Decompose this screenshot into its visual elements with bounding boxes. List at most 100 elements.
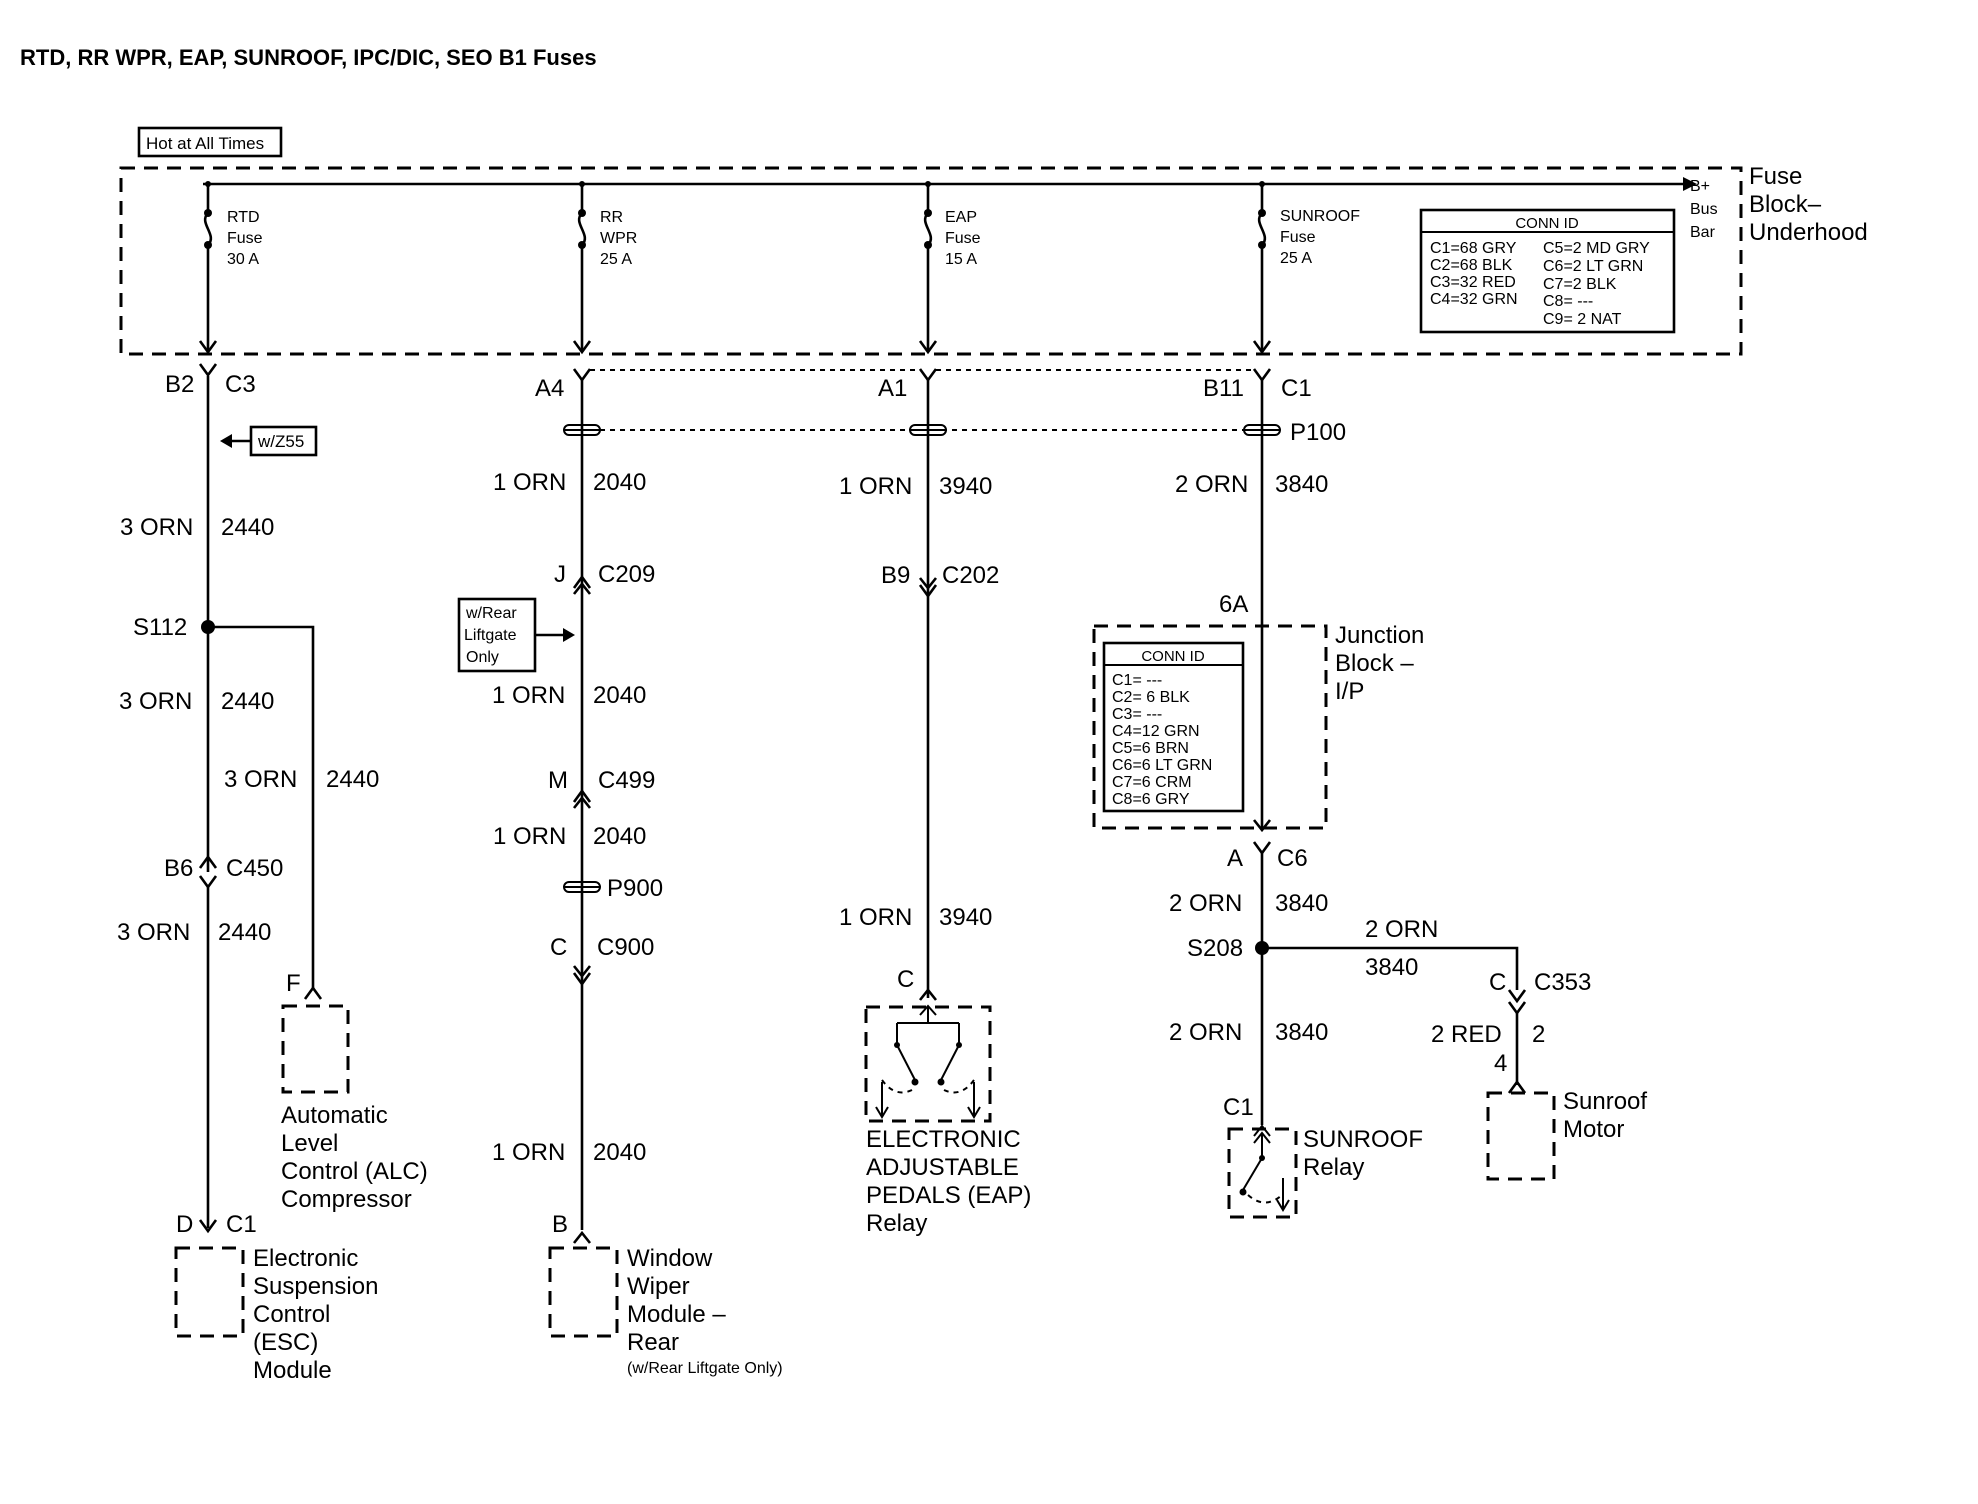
conn-b6-c450-female — [198, 854, 218, 869]
junction-block-label-3: I/P — [1335, 678, 1364, 705]
sunroof-motor-box — [1486, 1091, 1556, 1181]
conn-id-c1: C1=68 GRY — [1430, 240, 1517, 257]
fuse-rtd — [198, 181, 218, 355]
conn-b-wiper — [572, 1230, 592, 1244]
label-f-alc: F — [286, 970, 301, 997]
label-p100: P100 — [1290, 419, 1346, 446]
sunroof-motor-label-1: Sunroof — [1563, 1088, 1647, 1115]
conn-b9-c202-female — [918, 584, 938, 599]
conn-b6-c450-male — [198, 875, 218, 890]
w1-wire-color: 3 ORN — [120, 514, 193, 541]
bus-bar-arrow — [1683, 177, 1697, 191]
diagram-title: RTD, RR WPR, EAP, SUNROOF, IPC/DIC, SEO … — [20, 45, 597, 70]
conn-id-c5: C5=2 MD GRY — [1543, 240, 1650, 257]
conn-c-c353-male — [1507, 989, 1527, 1004]
w2c-wire-color: 1 ORN — [493, 823, 566, 850]
w1-circuit: 2440 — [221, 514, 274, 541]
w4c-circuit: 3840 — [1275, 1019, 1328, 1046]
label-c6: C6 — [1277, 845, 1308, 872]
conn-j-c209-male — [572, 581, 592, 595]
conn-a1 — [918, 368, 938, 383]
label-b2: B2 — [165, 371, 194, 398]
esc-label-2: Suspension — [253, 1273, 378, 1300]
label-d-esc: D — [176, 1211, 193, 1238]
label-c209: C209 — [598, 561, 655, 588]
conn-m-c499-male — [572, 795, 592, 809]
label-b6: B6 — [164, 855, 193, 882]
jb-conn-c7: C7=6 CRM — [1112, 774, 1192, 791]
fuse-eap — [918, 181, 938, 355]
label-c-c900: C — [550, 934, 567, 961]
fuse-rtd-label-1: RTD — [227, 209, 260, 226]
w2b-circuit: 2040 — [593, 682, 646, 709]
sunroof-relay-switch — [1239, 1124, 1290, 1212]
w3b-circuit: 3940 — [939, 904, 992, 931]
fuse-block-label-3: Underhood — [1749, 219, 1868, 246]
wiper-label-3: Module – — [627, 1301, 726, 1328]
conn-id-c3: C3=32 RED — [1430, 274, 1516, 291]
w1d-circuit: 2440 — [218, 919, 271, 946]
conn-id-c7: C7=2 BLK — [1543, 276, 1617, 293]
wire-2440-branch — [208, 625, 315, 990]
hot-label-box — [137, 126, 283, 158]
fuse-sunroof-label-2: Fuse — [1280, 229, 1316, 246]
conn-a-c6 — [1252, 841, 1272, 856]
label-c3: C3 — [225, 371, 256, 398]
conn-id-fuse-block-header: CONN ID — [1515, 215, 1579, 232]
esc-module-box — [174, 1246, 245, 1338]
w4b-circuit: 3840 — [1275, 890, 1328, 917]
wz55-box — [249, 425, 318, 457]
jb-arrow-in — [1252, 819, 1272, 833]
sunroof-motor-label-2: Motor — [1563, 1116, 1624, 1143]
label-6a: 6A — [1219, 591, 1248, 618]
w2-circuit: 2040 — [593, 469, 646, 496]
label-p900: P900 — [607, 875, 663, 902]
bus-bar-label-3: Bar — [1690, 224, 1716, 241]
fuse-sunroof-label-1: SUNROOF — [1280, 208, 1360, 225]
label-m: M — [548, 767, 568, 794]
sunroof-relay-box — [1227, 1127, 1298, 1219]
label-s112: S112 — [133, 614, 187, 641]
fuse-rr-wpr-label-2: WPR — [600, 230, 637, 247]
p100-col4 — [1243, 424, 1281, 436]
alc-label-3: Control (ALC) — [281, 1158, 428, 1185]
label-c499: C499 — [598, 767, 655, 794]
eap-label-1: ELECTRONIC — [866, 1126, 1021, 1153]
fuse-rtd-label-2: Fuse — [227, 230, 263, 247]
w5-wire-color: 2 ORN — [1365, 916, 1438, 943]
conn-id-c8: C8= --- — [1543, 293, 1593, 310]
conn-f — [303, 985, 323, 1000]
wiper-label-1: Window — [627, 1245, 713, 1272]
conn-id-fuse-block — [1419, 208, 1676, 334]
jb-conn-c1: C1= --- — [1112, 672, 1162, 689]
w3b-wire-color: 1 ORN — [839, 904, 912, 931]
label-b9: B9 — [881, 562, 910, 589]
w2b-wire-color: 1 ORN — [492, 682, 565, 709]
conn-c-c900-female — [572, 972, 592, 987]
conn-b11-c1 — [1252, 368, 1272, 383]
fuse-eap-label-3: 15 A — [945, 251, 977, 268]
conn-b2-c3 — [198, 363, 218, 378]
label-a1: A1 — [878, 375, 907, 402]
fuse-rr-wpr-label-1: RR — [600, 209, 623, 226]
conn-d-c1 — [198, 1219, 218, 1234]
eap-label-2: ADJUSTABLE — [866, 1154, 1019, 1181]
label-b-wiper: B — [552, 1211, 568, 1238]
w5-circuit: 3840 — [1365, 954, 1418, 981]
label-a4: A4 — [535, 375, 564, 402]
label-b11: B11 — [1203, 375, 1244, 402]
label-c1-esc: C1 — [226, 1211, 257, 1238]
alc-compressor-box — [281, 1004, 350, 1094]
fuse-rr-wpr-label-3: 25 A — [600, 251, 632, 268]
junction-block-outline — [1092, 624, 1328, 830]
label-c1-sun: C1 — [1223, 1094, 1254, 1121]
w4-circuit: 3840 — [1275, 471, 1328, 498]
label-pin4: 4 — [1494, 1050, 1507, 1077]
conn-b9-c202-male — [918, 577, 938, 591]
w4-wire-color: 2 ORN — [1175, 471, 1248, 498]
liftgate-label-2: Liftgate — [464, 627, 517, 644]
w2d-wire-color: 1 ORN — [492, 1139, 565, 1166]
fuse-eap-label-2: Fuse — [945, 230, 981, 247]
conn-c-c900-male — [572, 965, 592, 979]
hot-label: Hot at All Times — [146, 134, 264, 153]
